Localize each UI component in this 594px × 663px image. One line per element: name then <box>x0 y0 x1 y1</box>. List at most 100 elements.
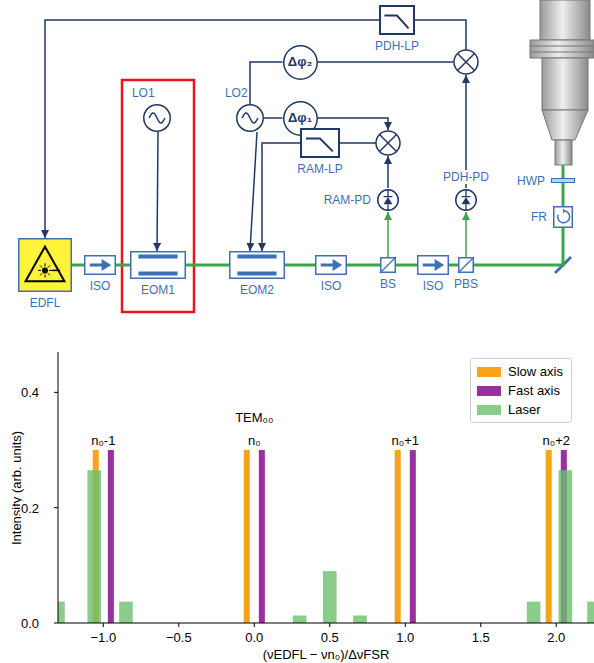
oscillator-symbol: LO1 <box>143 104 171 132</box>
objective-taper <box>542 110 588 140</box>
bar <box>58 602 65 623</box>
laser-source: EDFL <box>18 238 72 292</box>
component-label: PDH-LP <box>374 39 420 53</box>
component-label: EOM1 <box>140 283 176 297</box>
tick-label: 1.0 <box>395 630 415 645</box>
tick-label: −0.5 <box>165 630 193 645</box>
signal-wire <box>250 132 257 251</box>
component-label: LO2 <box>224 86 249 100</box>
hwp-icon <box>551 178 575 183</box>
tick-mark <box>254 623 255 627</box>
mode-label: TEM₀₀ <box>234 410 274 425</box>
tick-mark <box>54 392 58 393</box>
objective-barrel <box>542 58 588 110</box>
axis-line <box>58 352 594 623</box>
axis-title: Intensity (arb. units) <box>9 430 24 546</box>
pd-icon <box>455 188 477 212</box>
osc-part <box>237 105 264 132</box>
iso-icon <box>417 255 449 275</box>
lp-part <box>380 6 414 34</box>
beam-path <box>562 183 565 206</box>
beam-path <box>474 228 563 265</box>
iso-part <box>435 259 445 271</box>
component-label: ISO <box>422 279 445 293</box>
lp-icon <box>379 5 415 35</box>
bar <box>546 450 552 623</box>
bs-icon <box>458 257 474 273</box>
tick-mark <box>103 623 104 627</box>
component-label: LO1 <box>131 86 156 100</box>
osc-part <box>242 113 258 123</box>
lowpass-filter: PDH-LP <box>379 5 415 35</box>
signal-wire <box>157 132 158 251</box>
iso-part <box>90 264 103 267</box>
pd-part <box>462 197 471 204</box>
bar <box>559 470 573 623</box>
tick-label: 0.4 <box>20 385 40 400</box>
legend-swatch <box>477 405 501 415</box>
legend-text: Fast axis <box>508 381 560 400</box>
tick-label: 0.2 <box>20 500 40 515</box>
fr-part <box>563 208 565 213</box>
bars <box>58 450 594 623</box>
mode-label: n₀+2 <box>542 433 571 448</box>
objective-nozzle <box>555 140 572 165</box>
tick-label: 1.5 <box>471 630 491 645</box>
signal-wire <box>316 61 454 63</box>
chart-legend: Slow axisFast axisLaser <box>470 358 572 423</box>
bar <box>87 470 101 623</box>
laser-part <box>26 247 65 282</box>
eom-part <box>230 252 285 279</box>
lp-icon <box>300 128 340 158</box>
laser-part <box>19 239 72 292</box>
tick-label: −1.0 <box>89 630 117 645</box>
beam-path <box>116 264 130 267</box>
beam-path <box>449 264 458 267</box>
iso-part <box>423 264 436 267</box>
modulator-box: EOM2 <box>229 251 285 279</box>
waveplate: HWP <box>551 178 575 183</box>
objective-body <box>540 0 590 40</box>
beam <box>562 165 565 178</box>
iso-icon <box>84 255 116 275</box>
node-text: Δφ₂ <box>287 55 313 69</box>
isolator: ISO <box>315 255 347 275</box>
bar <box>244 450 250 623</box>
osc-part <box>149 113 165 123</box>
mixer-symbol <box>376 131 400 155</box>
pd-part <box>378 190 399 211</box>
component-label: HWP <box>516 174 546 188</box>
beam-path <box>72 264 84 267</box>
tick-mark <box>329 623 330 627</box>
beam-path <box>387 212 389 257</box>
eom-part <box>138 255 177 259</box>
bar <box>108 450 114 623</box>
bar <box>119 602 133 623</box>
pd-icon <box>377 188 399 212</box>
legend-item: Slow axis <box>477 362 563 381</box>
signal-wire <box>262 143 300 251</box>
beam-path <box>465 212 467 257</box>
phase-part <box>283 45 317 79</box>
microscope-objective <box>530 0 594 165</box>
flange-ridge <box>530 46 594 47</box>
osc-icon <box>143 104 171 132</box>
beam-path <box>396 264 417 267</box>
legend-text: Laser <box>508 400 541 419</box>
fr-part <box>554 207 573 228</box>
highlight-frame <box>122 80 194 312</box>
objective-flange <box>530 40 594 58</box>
component-label: EDFL <box>29 296 62 310</box>
bar <box>293 616 307 623</box>
hwp-part <box>552 179 575 183</box>
tick-label: 0.0 <box>20 616 40 631</box>
mode-label: n₀-1 <box>90 433 116 448</box>
beam-path <box>347 264 380 267</box>
beam-path <box>186 264 229 267</box>
phase-shifter: Δφ₂ <box>283 45 318 80</box>
photodiode: PDH-PD <box>455 188 477 212</box>
iso-part <box>316 256 347 275</box>
bar <box>527 602 541 623</box>
lp-part <box>306 139 333 152</box>
osc-part <box>144 105 171 132</box>
